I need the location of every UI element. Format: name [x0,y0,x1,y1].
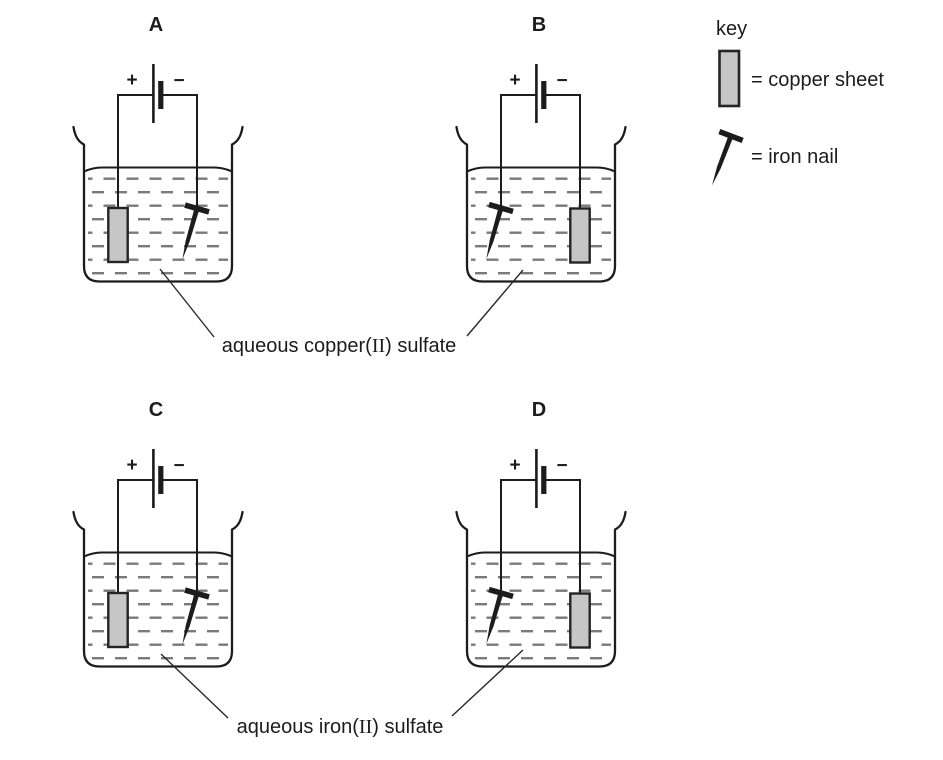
battery-plus-sign: + [126,70,137,91]
setup-cell-a: A + − [74,14,243,282]
label-roman-numeral: II [359,716,372,738]
leader-line-b [466,269,524,337]
copper-sulfate-label: aqueous copper(II) sulfate [222,335,457,357]
setup-cell-c: C + − [74,399,243,667]
left-electrode [107,206,129,264]
battery-minus-sign: − [556,71,567,92]
leader-line-c [160,653,229,719]
label-prefix: aqueous iron( [237,716,360,738]
key-title: key [716,18,747,40]
setup-label: D [532,399,546,421]
leader-line-d [451,649,524,717]
battery-minus-sign: − [556,456,567,477]
battery-plus-sign: + [126,455,137,476]
label-prefix: aqueous copper( [222,335,372,357]
setup-cell-b: B + − [457,14,626,282]
setup-label: B [532,14,546,36]
key-copper-sheet-label: = copper sheet [751,69,884,91]
battery-minus-sign: − [173,71,184,92]
setup-label: A [149,14,163,36]
key-copper-sheet-swatch [718,49,741,108]
iron-sulfate-label: aqueous iron(II) sulfate [237,716,444,738]
key-iron-nail-label: = iron nail [751,146,838,168]
label-suffix: ) sulfate [385,335,456,357]
left-electrode [107,591,129,649]
battery-plus-sign: + [509,70,520,91]
battery-minus-sign: − [173,456,184,477]
setup-cell-d: D + − [457,399,626,667]
setup-label: C [149,399,163,421]
right-electrode [569,592,591,649]
label-suffix: ) sulfate [372,716,443,738]
key-panel: key = copper sheet = iron nail [700,18,884,190]
leader-line-a [159,268,215,338]
battery-plus-sign: + [509,455,520,476]
label-roman-numeral: II [372,335,385,357]
iron-sulfate-callout: aqueous iron(II) sulfate [160,649,524,738]
copper-sulfate-callout: aqueous copper(II) sulfate [159,268,524,357]
right-electrode [569,207,591,264]
